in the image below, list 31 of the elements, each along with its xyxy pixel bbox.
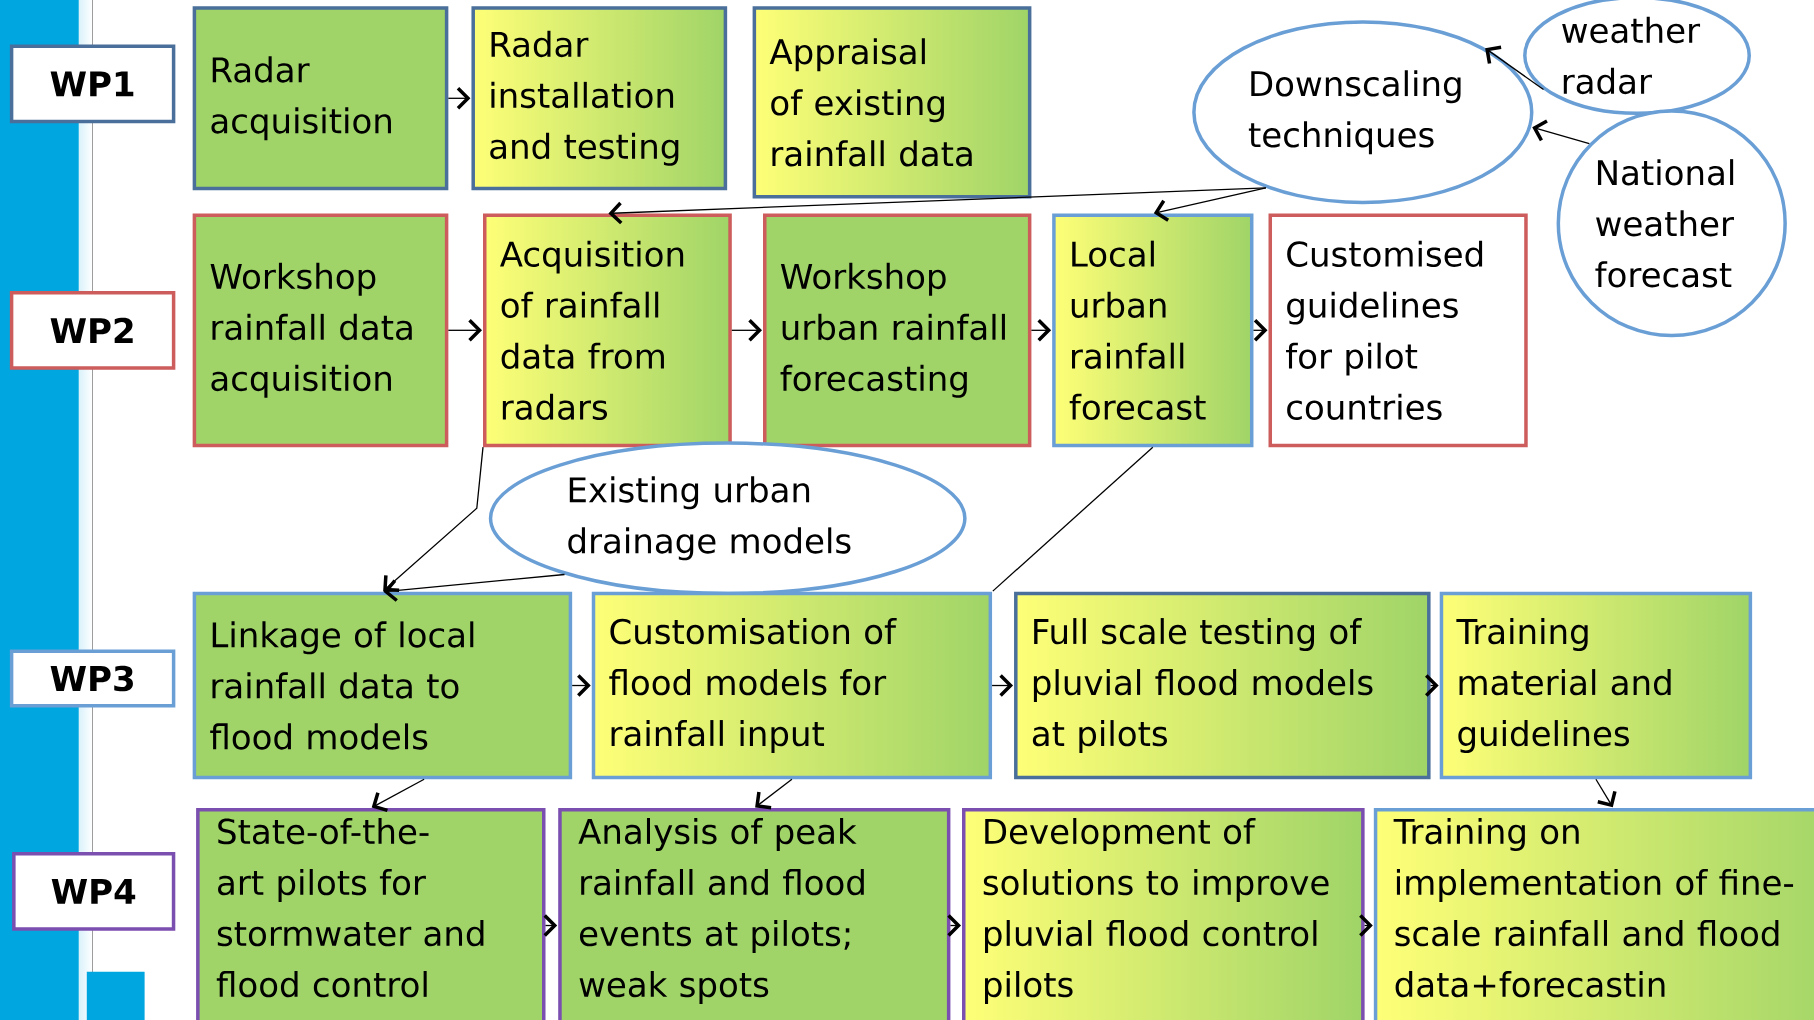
- task-box: Appraisal of existing rainfall data: [752, 6, 1032, 199]
- arrow: [608, 187, 1267, 225]
- task-box: Local urban rainfall forecast: [1052, 213, 1254, 448]
- arrow: [371, 778, 425, 813]
- task-box: Customised guidelines for pilot countries: [1268, 213, 1528, 448]
- task-box: Linkage of local rainfall data to flood models: [192, 591, 573, 780]
- task-box: Radar acquisition: [192, 6, 449, 191]
- task-box: Full scale testing of pluvial flood models at pilots: [1014, 591, 1431, 780]
- arrow: [1485, 45, 1545, 91]
- arrow: [1532, 119, 1590, 145]
- arrow: [755, 778, 793, 810]
- task-box: Customisation of flood models for rainfall input: [591, 591, 993, 780]
- arrow: [1595, 778, 1617, 808]
- task-box: Radar installation and testing: [471, 6, 728, 191]
- task-box: Workshop urban rainfall forecasting: [763, 213, 1032, 448]
- arrow: [731, 319, 762, 342]
- work-package-label: WP1: [9, 44, 176, 124]
- arrow: [383, 446, 484, 593]
- arrow: [447, 319, 482, 342]
- work-package-label: WP2: [9, 290, 176, 370]
- arrow: [1153, 187, 1267, 222]
- task-box: Training on implementation of fine-scale rainfall and flood data+forecastin: [1373, 808, 1814, 1020]
- work-package-label: WP4: [12, 852, 176, 931]
- work-package-label: WP3: [9, 649, 176, 708]
- node-label: National weather forecast: [1595, 159, 1734, 288]
- task-box: Acquisition of rainfall data from radars: [483, 213, 732, 448]
- task-box: Training material and guidelines: [1439, 591, 1753, 780]
- task-box: Workshop rainfall data acquisition: [192, 213, 449, 448]
- task-box: Development of solutions to improve pluvial flood control pilots: [962, 808, 1365, 1020]
- task-box: Analysis of peak rainfall and flood events at pilots; weak spots: [558, 808, 951, 1020]
- task-box: State-of-the-art pilots for stormwater and flood control: [196, 808, 546, 1020]
